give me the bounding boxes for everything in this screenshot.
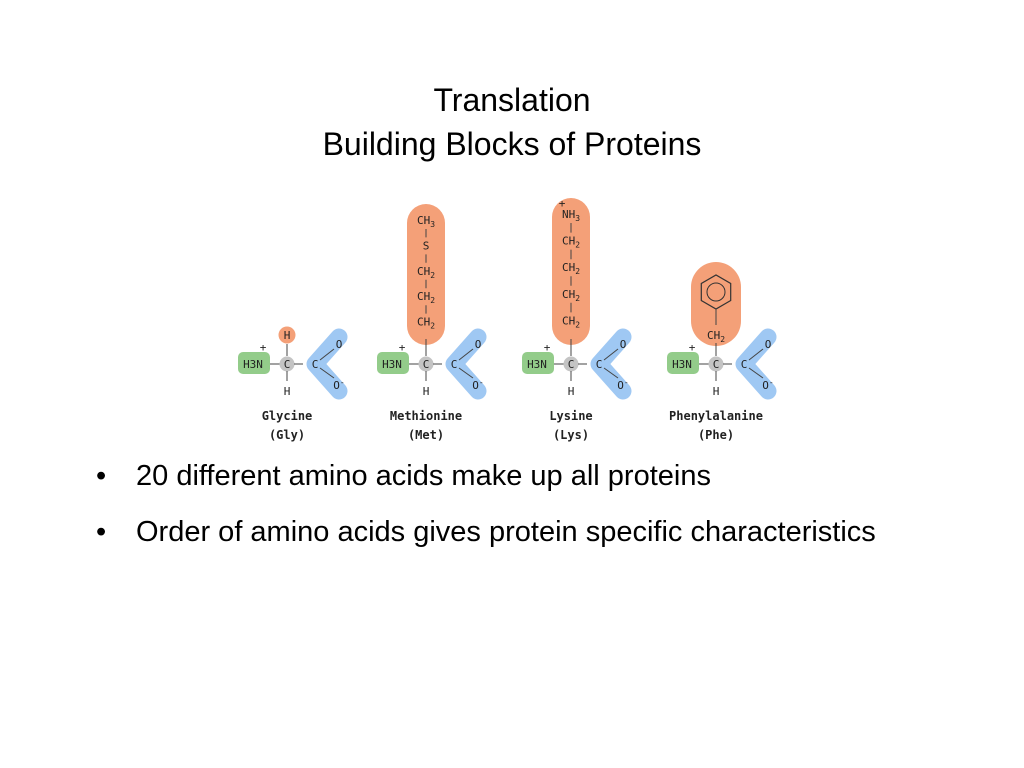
- carboxyl-group-shape: [445, 328, 487, 400]
- amino-group-label: H3N: [527, 358, 547, 371]
- alpha-carbon-label: C: [713, 358, 720, 371]
- carboxyl-oxygen-label: O: [620, 338, 627, 351]
- carboxyl-carbon-label: C: [741, 358, 748, 371]
- carboxyl-oxygen-minus-label: O-: [762, 378, 773, 392]
- alpha-carbon-label: C: [568, 358, 575, 371]
- alpha-carbon-circle: [279, 356, 295, 372]
- side-chain-h-circle: [278, 326, 296, 344]
- bullet-dot-icon: •: [96, 516, 107, 548]
- bond-c-o-minus: [748, 367, 764, 379]
- carboxyl-oxygen-label: O: [765, 338, 772, 351]
- bond-c-o: [748, 348, 764, 361]
- side-chain-box: [552, 198, 590, 345]
- alpha-carbon-label: C: [423, 358, 430, 371]
- carboxyl-oxygen-minus-label: O-: [472, 378, 483, 392]
- amino-acid-abbr: (Met): [408, 428, 444, 442]
- carboxyl-oxygen-label: O: [336, 338, 343, 351]
- carboxyl-carbon-label: C: [312, 358, 319, 371]
- carboxyl-carbon-label: C: [596, 358, 603, 371]
- amino-acid-abbr: (Lys): [553, 428, 589, 442]
- carboxyl-oxygen-label: O: [475, 338, 482, 351]
- plus-charge-label: +: [260, 341, 267, 354]
- alpha-carbon-circle: [708, 356, 724, 372]
- side-chain-box: [407, 204, 445, 345]
- slide-title: Translation Building Blocks of Proteins: [0, 78, 1024, 166]
- amino-acid-name: Glycine: [262, 409, 313, 423]
- side-chain-group-label: NH3: [562, 208, 580, 223]
- side-chain-group-label: CH2: [562, 288, 580, 303]
- bond-c-o: [319, 348, 335, 361]
- alpha-carbon-circle: [418, 356, 434, 372]
- bond-c-o-minus: [603, 367, 619, 379]
- amino-acid-abbr: (Phe): [698, 428, 734, 442]
- plus-charge-label: +: [399, 341, 406, 354]
- bullet-item: • 20 different amino acids make up all p…: [96, 454, 956, 498]
- bullet-text: Order of amino acids gives protein speci…: [136, 516, 876, 548]
- side-chain-group-label: CH2: [562, 235, 580, 250]
- bond-c-o-minus: [319, 367, 335, 379]
- lysine-plus-charge-label: +: [559, 197, 566, 210]
- plus-charge-label: +: [689, 341, 696, 354]
- carboxyl-group-shape: [306, 328, 348, 400]
- alpha-carbon-circle: [563, 356, 579, 372]
- amino-group-box: [238, 352, 270, 374]
- carboxyl-carbon-label: C: [451, 358, 458, 371]
- amino-acid-name: Methionine: [390, 409, 462, 423]
- bullet-list: • 20 different amino acids make up all p…: [96, 454, 956, 566]
- bond-c-o: [603, 348, 619, 361]
- side-chain-group-label: CH2: [417, 265, 435, 280]
- carboxyl-group-shape: [735, 328, 777, 400]
- side-chain-group-label: S: [423, 239, 430, 252]
- amino-group-box: [667, 352, 699, 374]
- benzene-ring-inner-icon: [706, 282, 726, 302]
- amino-group-label: H3N: [382, 358, 402, 371]
- bullet-dot-icon: •: [96, 460, 107, 492]
- amino-acid-figure: H3N + C H C O O- Glycine (Gly) H3N + C H C O O- Methioni…: [238, 197, 777, 442]
- title-line-2: Building Blocks of Proteins: [322, 126, 702, 162]
- hydrogen-label: H: [423, 385, 430, 398]
- side-chain-group-label: CH2: [562, 314, 580, 329]
- side-chain-group-label: CH2: [562, 261, 580, 276]
- carboxyl-group-shape: [590, 328, 632, 400]
- side-chain-box: [691, 262, 741, 346]
- amino-group-box: [377, 352, 409, 374]
- hydrogen-label: H: [713, 385, 720, 398]
- side-chain-group-label: CH3: [417, 214, 435, 229]
- bond-c-o-minus: [458, 367, 474, 379]
- side-chain-group-label: CH2: [707, 329, 725, 344]
- hydrogen-label: H: [284, 385, 291, 398]
- amino-group-label: H3N: [243, 358, 263, 371]
- amino-group-box: [522, 352, 554, 374]
- bullet-item: • Order of amino acids gives protein spe…: [96, 510, 956, 554]
- amino-group-label: H3N: [672, 358, 692, 371]
- bond-c-o: [458, 348, 474, 361]
- amino-acid-name: Lysine: [549, 409, 592, 423]
- carboxyl-oxygen-minus-label: O-: [333, 378, 344, 392]
- title-line-1: Translation: [433, 82, 591, 118]
- carboxyl-oxygen-minus-label: O-: [617, 378, 628, 392]
- side-chain-group-label: CH2: [417, 316, 435, 331]
- hydrogen-label: H: [568, 385, 575, 398]
- alpha-carbon-label: C: [284, 358, 291, 371]
- side-chain-h-label: H: [284, 329, 291, 342]
- amino-acid-name: Phenylalanine: [669, 409, 763, 423]
- plus-charge-label: +: [544, 341, 551, 354]
- bullet-text: 20 different amino acids make up all pro…: [136, 460, 711, 492]
- side-chain-group-label: CH2: [417, 290, 435, 305]
- amino-acid-abbr: (Gly): [269, 428, 305, 442]
